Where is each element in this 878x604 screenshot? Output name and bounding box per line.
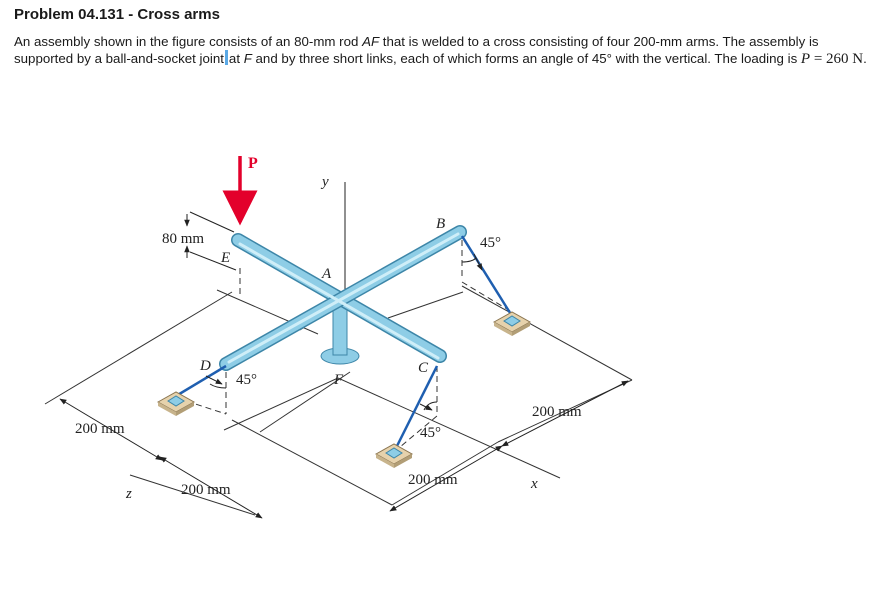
cross-arms — [219, 225, 467, 371]
angle-B-45: 45° — [480, 235, 501, 251]
dimension-arrows — [59, 211, 629, 519]
dim-80mm: 80 mm — [162, 231, 204, 247]
dim-200mm-right: 200 mm — [532, 404, 582, 420]
angle-D-45: 45° — [236, 372, 257, 388]
label-F: F — [333, 372, 344, 388]
short-links — [175, 235, 514, 449]
label-y: y — [320, 174, 329, 190]
problem-statement: An assembly shown in the figure consists… — [14, 34, 867, 67]
dashed-guides — [176, 240, 513, 453]
load-symbol: P — [800, 51, 811, 67]
label-A: A — [321, 266, 332, 282]
problem-title: Problem 04.131 - Cross arms — [14, 6, 220, 23]
figure-labels: P y B A E D F C x z 80 mm 200 mm 200 mm … — [75, 155, 582, 502]
text-cursor — [224, 50, 228, 65]
label-E: E — [220, 250, 230, 266]
support-B — [492, 311, 532, 336]
support-D — [156, 391, 196, 416]
label-D: D — [199, 358, 211, 374]
label-C: C — [418, 360, 429, 376]
label-z: z — [125, 486, 132, 502]
dim-200mm-bottom-left: 200 mm — [181, 482, 231, 498]
label-B: B — [436, 216, 445, 232]
dim-200mm-left: 200 mm — [75, 421, 125, 437]
load-value: = 260 N — [810, 51, 864, 67]
label-P: P — [248, 155, 258, 172]
socket-post — [320, 305, 360, 365]
dim-200mm-bottom-right: 200 mm — [408, 472, 458, 488]
angle-C-45: 45° — [420, 425, 441, 441]
support-C — [374, 443, 414, 468]
label-x: x — [530, 476, 538, 492]
angle-arcs — [205, 253, 483, 411]
